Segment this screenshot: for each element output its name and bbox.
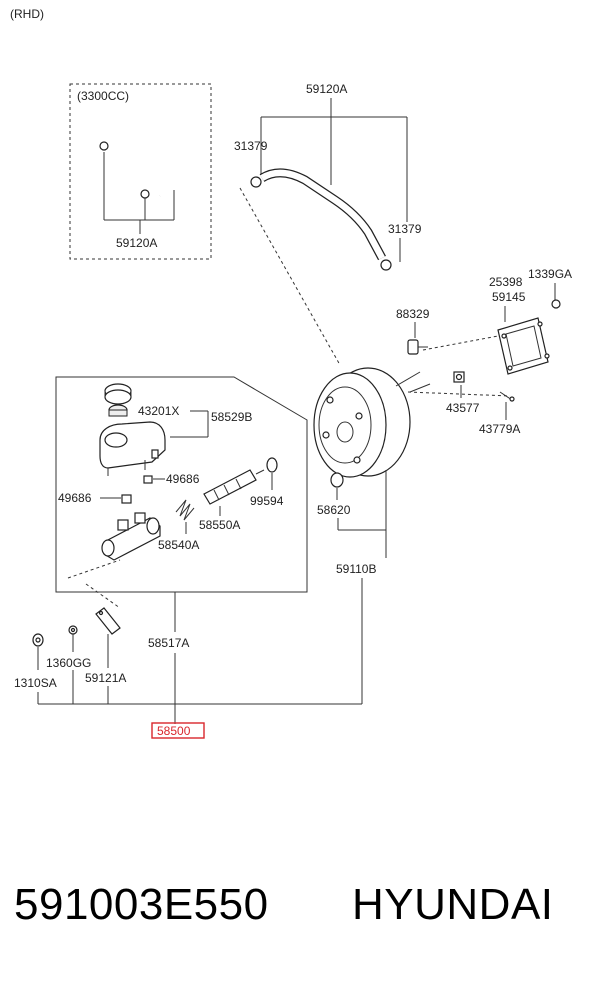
label-59121A: 59121A [85, 671, 126, 685]
label-43577: 43577 [446, 401, 480, 415]
reservoir-cap-drawing [104, 383, 132, 417]
label-1360GG: 1360GG [46, 656, 91, 670]
vacuum-hose-drawing [250, 168, 392, 271]
nut-43577 [453, 371, 465, 383]
label-59110B: 59110B [336, 562, 376, 576]
nut-1310SA [32, 633, 44, 647]
engine-note: (3300CC) [77, 89, 129, 103]
label-88329: 88329 [396, 307, 430, 321]
inset-hose-drawing [99, 129, 179, 234]
label-1339GA: 1339GA [528, 267, 572, 281]
label-49686-left: 49686 [58, 491, 92, 505]
label-43201X: 43201X [138, 404, 179, 418]
label-59120A-inset: 59120A [116, 236, 157, 250]
label-1310SA: 1310SA [14, 676, 57, 690]
gasket-drawing [497, 299, 561, 375]
label-59120A-top: 59120A [306, 82, 347, 96]
seal-49686-left [121, 494, 132, 504]
footer-part-number: 591003E550 [14, 880, 269, 929]
reservoir-drawing [99, 421, 166, 476]
bracket-59121A [95, 607, 121, 635]
label-58529B: 58529B [211, 410, 252, 424]
ring-99594 [266, 457, 278, 473]
master-cylinder-body-drawing [101, 512, 161, 561]
highlight-box-58500 [151, 722, 205, 739]
seal-49686-right [143, 475, 153, 484]
label-25398: 25398 [489, 275, 523, 289]
label-49686-right: 49686 [166, 472, 200, 486]
piston-58550A-drawing [203, 469, 265, 505]
label-31379-a: 31379 [234, 139, 268, 153]
label-58500[interactable]: 58500 [157, 724, 191, 738]
pin-43779A [499, 391, 515, 402]
brake-booster-drawing [313, 367, 431, 478]
footer: 591003E550 HYUNDAI [14, 880, 589, 940]
label-59145: 59145 [492, 290, 526, 304]
spring-58540A-drawing [175, 499, 195, 521]
label-58517A: 58517A [148, 636, 189, 650]
inset-box [69, 83, 212, 260]
label-58550A: 58550A [199, 518, 240, 532]
grommet-58620 [330, 472, 344, 488]
bolt-1360GG [68, 625, 78, 635]
label-31379-b: 31379 [388, 222, 422, 236]
bolt-88329 [407, 339, 428, 355]
variant-note: (RHD) [10, 7, 44, 21]
master-cylinder-box [55, 376, 308, 593]
footer-brand: HYUNDAI [352, 880, 554, 929]
label-58540A: 58540A [158, 538, 199, 552]
label-43779A: 43779A [479, 422, 520, 436]
label-99594: 99594 [250, 494, 284, 508]
label-58620: 58620 [317, 503, 351, 517]
